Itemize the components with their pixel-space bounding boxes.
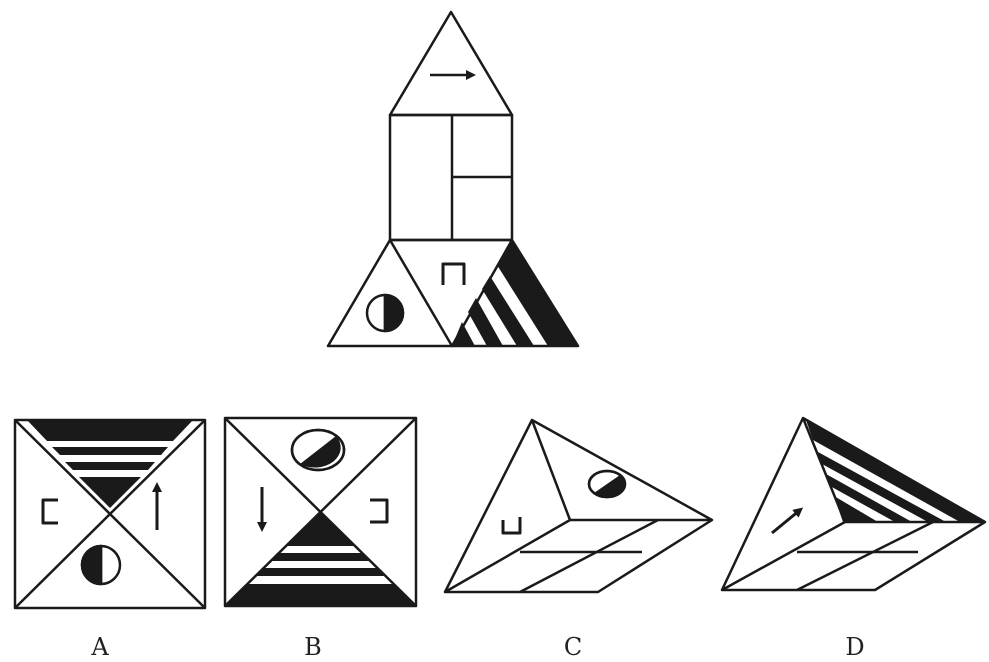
bracket-icon (441, 262, 466, 285)
striped-triangle-icon (806, 420, 985, 522)
bracket-icon (41, 498, 58, 525)
striped-triangle-icon (225, 512, 416, 606)
half-circle-icon (365, 293, 405, 333)
option-d-label: D (845, 633, 865, 661)
arrow-diagonal-icon (771, 507, 804, 535)
bracket-icon (370, 498, 389, 524)
option-c[interactable] (443, 418, 714, 594)
option-b[interactable] (223, 416, 418, 608)
net-top-triangle (388, 10, 514, 117)
half-circle-icon (587, 469, 627, 499)
option-a-label: A (91, 633, 109, 661)
bracket-icon (501, 517, 522, 535)
option-d[interactable] (720, 416, 987, 592)
option-c-label: C (563, 633, 583, 661)
net-diagram (326, 10, 580, 348)
option-a[interactable] (13, 418, 207, 610)
striped-triangle-icon (452, 240, 578, 346)
option-b-label: B (304, 633, 322, 661)
half-circle-icon (80, 544, 122, 586)
striped-triangle-icon (27, 420, 193, 508)
half-circle-icon (290, 428, 346, 472)
